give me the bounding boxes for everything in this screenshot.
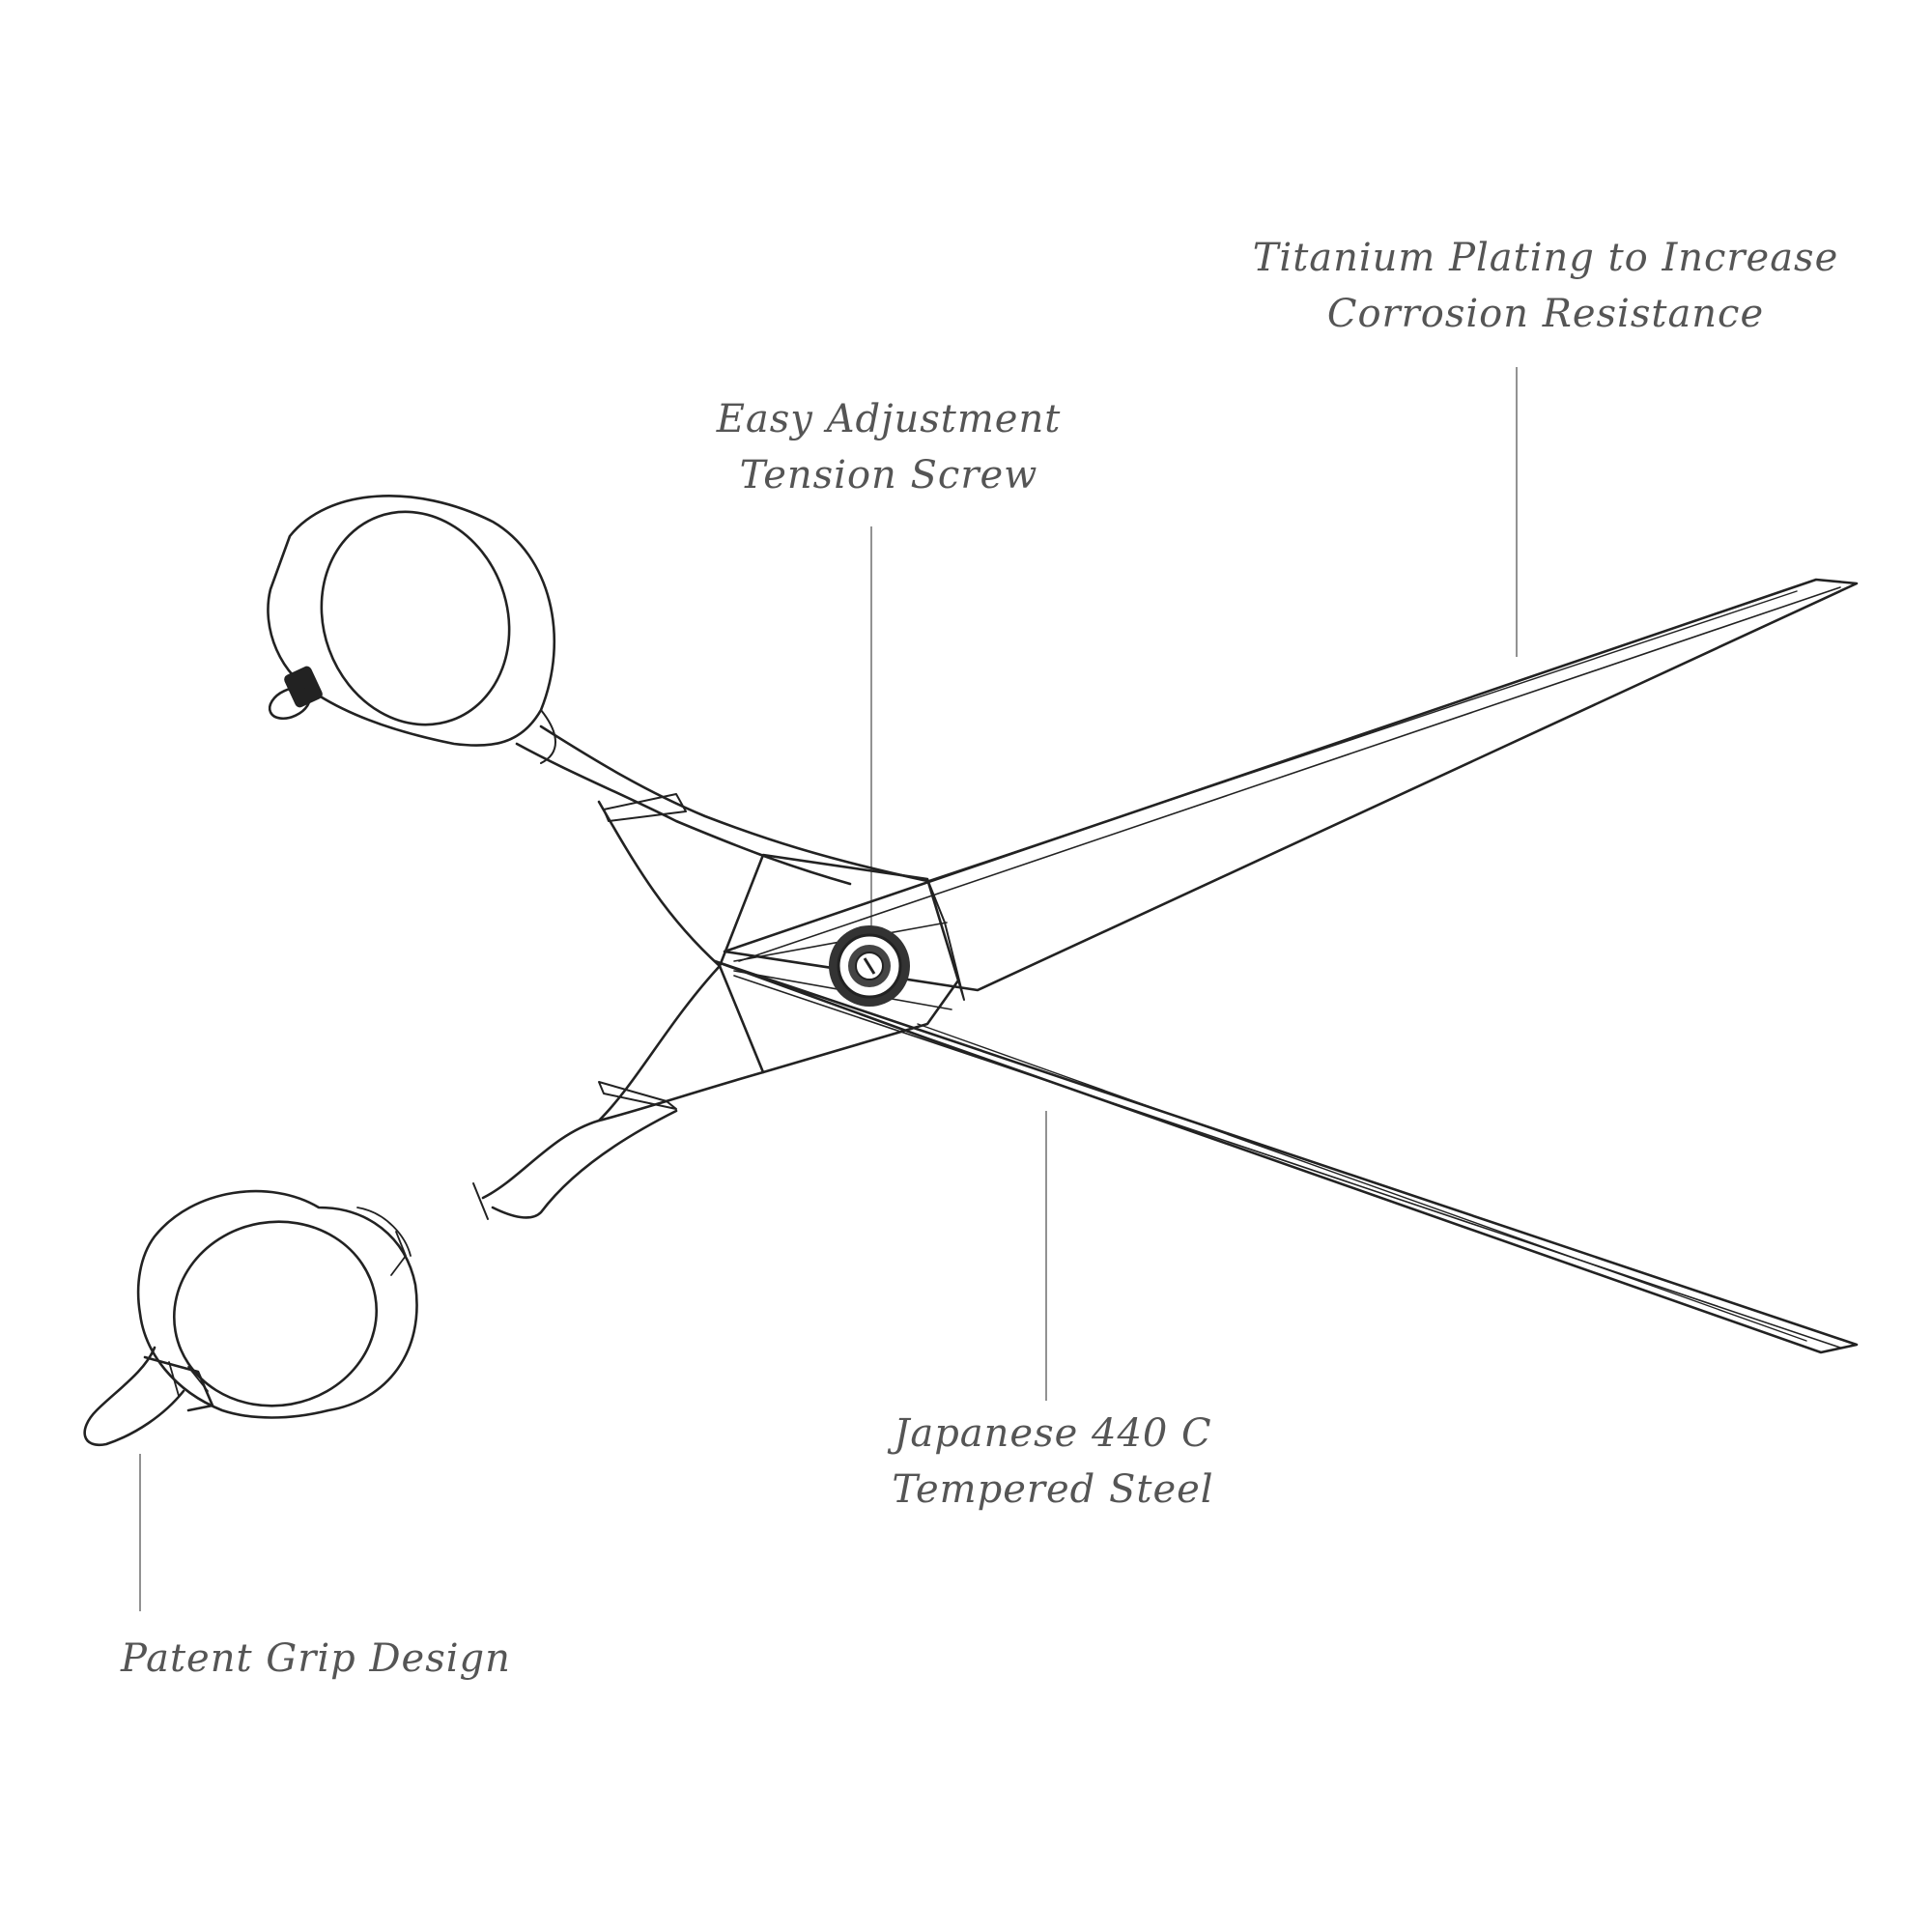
callout-steel-line1: Japanese 440 C	[894, 1411, 1212, 1456]
upper-blade	[723, 578, 1859, 992]
thumb-ring-lower	[136, 1189, 418, 1419]
tension-screw-icon	[829, 925, 910, 1007]
callout-tempered-steel: Japanese 440 C Tempered Steel	[773, 1406, 1333, 1518]
callout-steel-line2: Tempered Steel	[892, 1467, 1214, 1512]
finger-rest-screw	[268, 666, 323, 721]
lower-blade	[713, 959, 1859, 1354]
callout-patent-grip: Patent Grip Design	[121, 1631, 546, 1687]
callout-titanium-plating: Titanium Plating to Increase Corrosion R…	[1159, 230, 1932, 342]
upper-shank	[515, 724, 929, 968]
leader-lines	[139, 367, 1518, 1611]
callout-titanium-line1: Titanium Plating to Increase	[1252, 236, 1839, 280]
finger-ring-upper	[267, 495, 556, 764]
callout-titanium-line2: Corrosion Resistance	[1326, 292, 1765, 336]
lower-shank	[472, 964, 765, 1220]
grip-tang	[83, 1346, 214, 1447]
callout-tension-line1: Easy Adjustment	[716, 397, 1062, 441]
callout-tension-screw: Easy Adjustment Tension Screw	[618, 391, 1159, 503]
callout-tension-line2: Tension Screw	[739, 453, 1038, 497]
callout-grip-line1: Patent Grip Design	[121, 1636, 511, 1681]
